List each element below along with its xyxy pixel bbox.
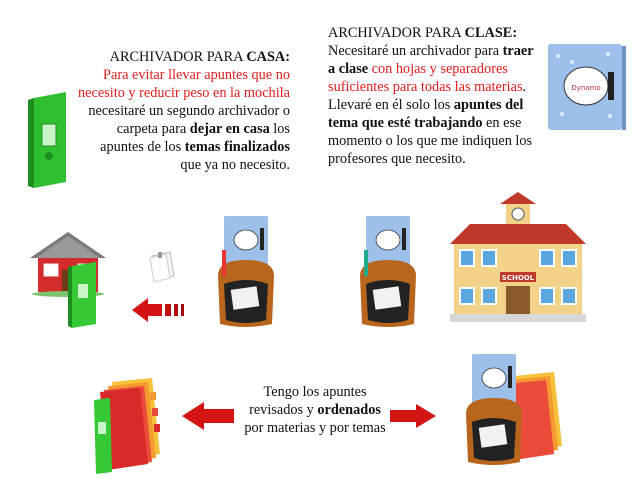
red-arrow-left-icon — [132, 298, 184, 322]
svg-text:Dynamo: Dynamo — [571, 84, 600, 92]
green-binder-small-icon — [68, 262, 96, 328]
clase-description: ARCHIVADOR PARA CLASE: Necesitaré un arc… — [328, 25, 534, 167]
casa-heading: ARCHIVADOR PARA CASA: — [109, 49, 290, 65]
svg-text:SCHOOL: SCHOOL — [502, 274, 535, 282]
house-icon — [30, 232, 106, 297]
red-arrow-left-icon-2 — [182, 402, 234, 430]
backpack-dividers-icon — [466, 354, 562, 465]
blue-binder-icon: Dynamo — [548, 44, 626, 130]
clase-red-text: con hojas y separadores suficientes para… — [328, 61, 523, 95]
bottom-description: Tengo los apuntes revisados y ordenados … — [244, 384, 386, 436]
green-binder-icon — [28, 92, 66, 188]
backpack-binder-icon-2 — [360, 216, 416, 327]
clase-heading: ARCHIVADOR PARA CLASE: — [328, 25, 518, 41]
backpack-binder-icon — [218, 216, 274, 327]
paper-sheet-icon — [149, 251, 175, 283]
casa-description: ARCHIVADOR PARA CASA: Para evitar llevar… — [78, 49, 290, 173]
casa-red-text: Para evitar llevar apuntes que no necesi… — [78, 67, 290, 101]
school-building-icon: SCHOOL — [450, 192, 586, 322]
colored-dividers-icon — [94, 378, 160, 474]
red-arrow-right-icon — [390, 404, 436, 428]
